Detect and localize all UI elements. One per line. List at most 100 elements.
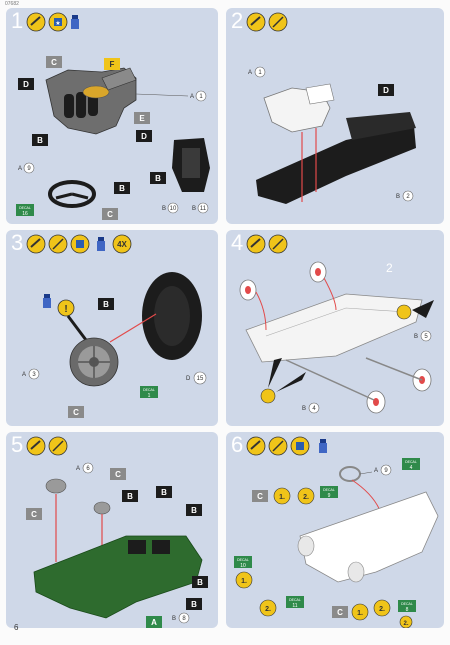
svg-text:8: 8 <box>406 607 409 613</box>
brush-icon <box>48 234 68 254</box>
paint-bottle-icon <box>43 294 51 308</box>
glue-icon <box>246 234 266 254</box>
svg-text:9: 9 <box>27 166 31 172</box>
svg-text:9: 9 <box>384 468 388 474</box>
tag-letter: C <box>115 470 121 479</box>
svg-text:B: B <box>172 616 176 622</box>
svg-text:10: 10 <box>170 206 177 212</box>
part-tag: C <box>252 490 268 502</box>
document-code: 07682 <box>5 1 19 7</box>
step-1-panel: 1 ★ C F D E B D B B C <box>6 8 218 224</box>
svg-text:15: 15 <box>197 376 204 382</box>
engine-block <box>45 67 137 135</box>
svg-text:B: B <box>396 194 400 200</box>
tag-letter: B <box>127 492 133 501</box>
glue-callout-icon <box>396 300 434 320</box>
tag-letter: A <box>151 618 157 627</box>
svg-text:1: 1 <box>258 70 262 76</box>
car-body <box>33 535 203 619</box>
svg-text:2.: 2. <box>403 621 408 627</box>
part-tag: D <box>136 130 152 142</box>
part-tag: C <box>332 606 348 618</box>
part-tag: B <box>186 504 202 516</box>
brush-icon <box>48 436 68 456</box>
tag-letter: D <box>141 132 147 141</box>
glue-callout-icon <box>260 358 306 404</box>
svg-text:DECAL: DECAL <box>237 558 249 562</box>
svg-text:4X: 4X <box>117 240 127 249</box>
svg-text:★: ★ <box>55 20 60 27</box>
paint-bottle-icon <box>97 237 105 251</box>
part-number: D 15 <box>186 371 207 385</box>
tag-letter: B <box>191 506 197 515</box>
part-tag: A <box>146 616 162 628</box>
svg-text:B: B <box>302 406 306 412</box>
numbered-label: 1. <box>235 571 253 589</box>
tag-letter: B <box>197 578 203 587</box>
step-number: 6 <box>231 432 244 457</box>
svg-text:4: 4 <box>410 465 413 471</box>
roll-bar <box>45 478 67 494</box>
svg-text:DECAL: DECAL <box>401 602 413 606</box>
svg-text:2.: 2. <box>265 606 271 613</box>
numbered-label: 1. <box>351 603 369 621</box>
wheel <box>309 261 327 283</box>
glue-icon <box>246 12 266 32</box>
glue-icon <box>26 436 46 456</box>
tag-letter: B <box>161 488 167 497</box>
svg-text:B: B <box>162 206 166 212</box>
seat <box>172 138 210 192</box>
brush-icon <box>268 436 288 456</box>
svg-text:11: 11 <box>292 603 297 609</box>
svg-text:4: 4 <box>312 406 316 412</box>
paint-bottle-icon <box>319 439 327 453</box>
svg-text:D: D <box>186 376 191 382</box>
glue-icon <box>26 12 46 32</box>
svg-text:2.: 2. <box>303 494 309 501</box>
brush-icon <box>268 234 288 254</box>
tag-letter: E <box>139 114 145 123</box>
svg-text:1: 1 <box>148 393 151 399</box>
step-number: 4 <box>231 230 244 255</box>
part-tag: B <box>122 490 138 502</box>
svg-text:DECAL: DECAL <box>323 488 335 492</box>
paint-icon <box>70 234 90 254</box>
svg-text:9: 9 <box>328 493 331 499</box>
brush-icon <box>268 12 288 32</box>
svg-text:2: 2 <box>406 194 410 200</box>
tag-letter: C <box>107 210 113 219</box>
svg-text:A: A <box>18 166 22 172</box>
part-tag: D <box>18 78 34 90</box>
svg-text:3: 3 <box>32 372 36 378</box>
svg-text:10: 10 <box>240 563 246 569</box>
step-number: 1 <box>11 8 24 33</box>
svg-text:1.: 1. <box>279 494 285 501</box>
tag-letter: B <box>155 174 161 183</box>
wheel-rim <box>69 337 119 387</box>
tag-letter: D <box>23 80 29 89</box>
part-tag: C <box>68 406 84 418</box>
svg-text:A: A <box>248 70 252 76</box>
svg-text:DECAL: DECAL <box>143 388 155 392</box>
part-tag: E <box>134 112 150 124</box>
part-tag: F <box>104 58 120 70</box>
tag-letter: C <box>337 608 343 617</box>
svg-text:11: 11 <box>200 206 207 212</box>
svg-text:A: A <box>76 466 80 472</box>
part-tag: B <box>156 486 172 498</box>
part-tag: C <box>102 208 118 220</box>
svg-text:DECAL: DECAL <box>19 206 31 210</box>
numbered-label: 2. <box>259 599 277 617</box>
svg-text:A: A <box>22 372 26 378</box>
glue-icon <box>26 234 46 254</box>
paint-icon <box>290 436 310 456</box>
svg-text:!: ! <box>64 304 67 315</box>
